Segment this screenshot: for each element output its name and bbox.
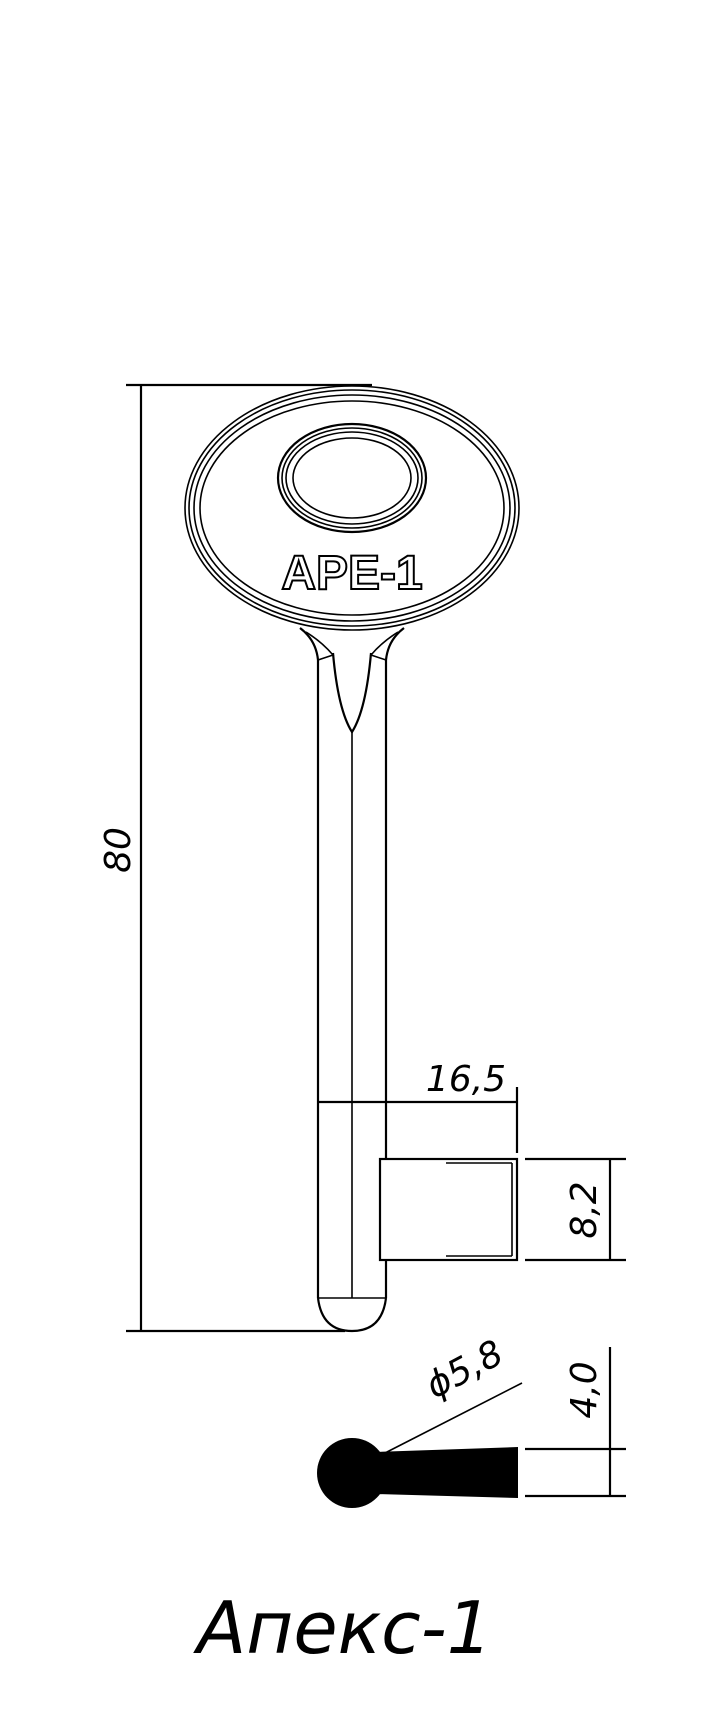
bit-length-dimension: 16,5 [318,1059,519,1153]
length-label: 80 [98,827,139,873]
key-shank [299,627,405,1333]
drawing-title: Апекс-1 [193,1586,493,1670]
diameter-leader [384,1382,523,1454]
bit-height-label: 8,2 [564,1181,605,1238]
key-marking: APE-1 [281,547,422,600]
key-bow: APE-1 [184,385,520,631]
shank-groove [331,652,373,735]
length-dimension: 80 [98,383,372,1333]
key-bit [378,1157,519,1262]
bit-length-label: 16,5 [426,1059,506,1100]
bit-height-dimension: 8,2 [525,1157,626,1262]
thickness-label: 4,0 [564,1361,605,1418]
bow-hole [276,422,428,534]
key-profile-section: ϕ5,8 [317,1333,523,1508]
bit-thickness-dimension: 4,0 [525,1347,626,1498]
shank-tip [316,1297,388,1333]
